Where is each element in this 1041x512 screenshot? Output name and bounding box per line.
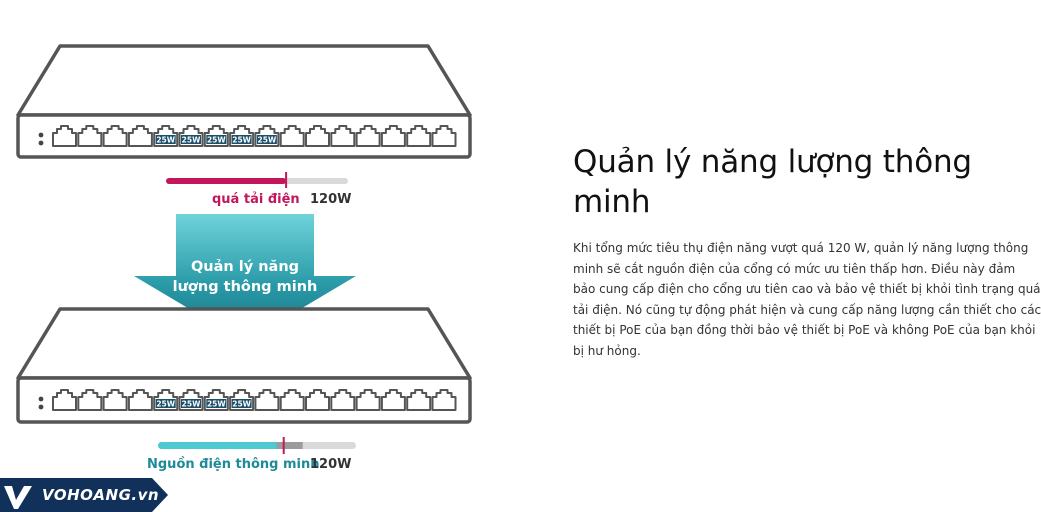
ethernet-port (380, 389, 406, 411)
ethernet-port (431, 389, 457, 411)
ethernet-port (279, 389, 305, 411)
poe-watt-label: 25W (156, 136, 175, 145)
ethernet-port (52, 389, 77, 411)
ethernet-port (355, 125, 381, 147)
ethernet-port (52, 125, 77, 147)
ethernet-port (127, 125, 153, 147)
poe-port: 25W (229, 389, 255, 411)
ethernet-port (406, 389, 432, 411)
ethernet-port (406, 125, 432, 147)
poe-watt-label: 25W (258, 136, 277, 145)
poe-port: 25W (178, 125, 204, 147)
poe-watt-label: 25W (182, 400, 201, 409)
ethernet-port (330, 389, 356, 411)
top-switch: 25W 25W 25W 25W 25W (16, 44, 472, 159)
status-led-icon (38, 140, 44, 146)
ethernet-port (305, 389, 330, 411)
ethernet-port (102, 389, 128, 411)
status-led-icon (38, 132, 44, 138)
poe-watt-label: 25W (156, 400, 175, 409)
section-heading: Quản lý năng lượng thông minh (573, 144, 972, 220)
ethernet-port (380, 125, 406, 147)
poe-port: 25W (203, 125, 229, 147)
smart-power-bar (158, 437, 356, 454)
arrow-label: Quản lý năng lượng thông minh (172, 259, 318, 295)
brand-logo-icon (4, 486, 32, 509)
status-led-icon (38, 396, 44, 402)
ethernet-port (102, 125, 128, 147)
ethernet-port (127, 389, 153, 411)
smart-power-label: Nguồn điện thông minh (147, 457, 320, 472)
overload-bar (166, 172, 348, 188)
smart-power-limit: 120W (310, 457, 352, 472)
ethernet-port (279, 125, 305, 147)
poe-watt-label: 25W (207, 136, 226, 145)
bottom-switch: 25W 25W 25W 25W (16, 307, 472, 424)
ethernet-port (77, 389, 103, 411)
poe-watt-label: 25W (232, 136, 251, 145)
poe-port: 25W (153, 125, 179, 147)
status-led-icon (38, 404, 44, 410)
poe-port: 25W (229, 125, 255, 147)
poe-port: 25W (153, 389, 179, 411)
brand-name: VOHOANG.vn (42, 486, 160, 504)
poe-port: 25W (203, 389, 229, 411)
ethernet-port (254, 389, 280, 411)
poe-watt-label: 25W (207, 400, 226, 409)
poe-watt-label: 25W (182, 136, 201, 145)
poe-port: 25W (254, 125, 280, 147)
ethernet-port (305, 125, 330, 147)
ethernet-port (431, 125, 457, 147)
poe-port: 25W (178, 389, 204, 411)
ethernet-port (355, 389, 381, 411)
overload-label: quá tải điện (212, 192, 300, 207)
ethernet-port (77, 125, 103, 147)
brand-ribbon (0, 478, 168, 512)
smart-power-illustration: 25W 25W 25W 25W 25W 25W 25W 25W 25W (0, 44, 472, 512)
poe-watt-label: 25W (232, 400, 251, 409)
section-description: Khi tổng mức tiêu thụ điện năng vượt quá… (573, 241, 1041, 358)
arrow-down-icon (134, 214, 356, 342)
ethernet-port (330, 125, 356, 147)
overload-limit: 120W (310, 192, 352, 207)
